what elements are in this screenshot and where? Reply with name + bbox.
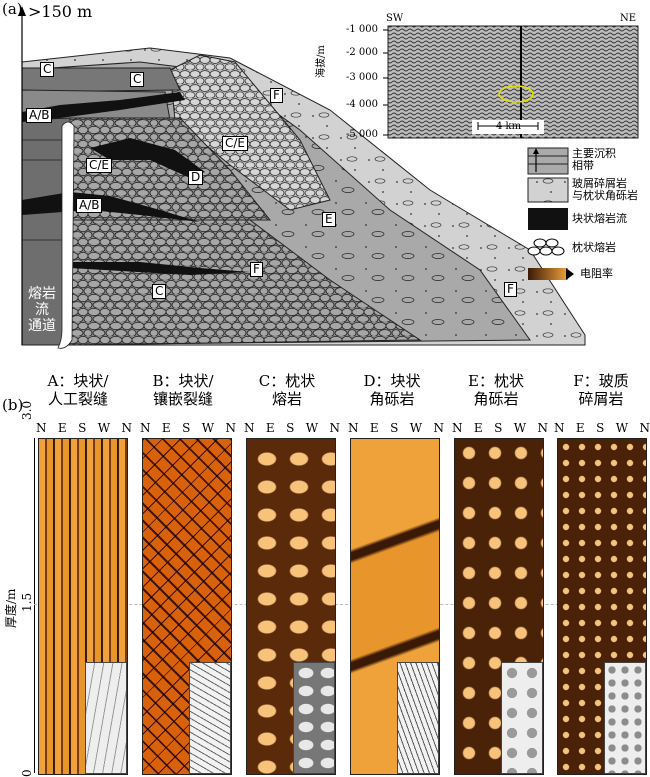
- unit-label: E: [322, 212, 336, 227]
- unit-label: C: [130, 72, 145, 87]
- unit-label: C: [40, 62, 55, 77]
- seismic-ne: NE: [620, 13, 637, 24]
- sketch-inset: [397, 662, 439, 774]
- seismic-tick: -2 000: [346, 47, 379, 58]
- legend-sediment: 主要沉积 相带: [572, 147, 616, 172]
- thickness-axis: [34, 438, 35, 773]
- axis-tick: 0: [20, 769, 34, 777]
- resistivity-image-a: [38, 438, 128, 775]
- panel-title-e: E：枕状角砾岩: [468, 372, 524, 408]
- panel-a-label: (a): [2, 0, 23, 18]
- resistivity-image-b: [142, 438, 232, 775]
- unit-label: C/E: [86, 158, 113, 173]
- hyaloclastite-icon: [527, 177, 569, 203]
- panel-title-f: F：玻质碎屑岩: [573, 372, 629, 408]
- scale-label: >150 m: [28, 2, 93, 21]
- unit-label: F: [270, 88, 283, 103]
- seismic-scale-bar: 4 km: [496, 121, 522, 132]
- sediment-arrow-icon: [527, 147, 569, 175]
- unit-label: F: [504, 282, 517, 297]
- geologic-cross-section: [18, 6, 639, 349]
- lava-channel-label: 熔岩 流 通道: [28, 286, 56, 334]
- resistivity-image-d: [350, 438, 440, 775]
- legend-hyaloclastite: 玻屑碎屑岩 与枕状角砾岩: [572, 177, 638, 202]
- sketch-inset: [604, 662, 646, 774]
- seismic-tick: -1 000: [346, 24, 379, 35]
- legend-pillow-lava: 枕状熔岩: [572, 241, 616, 254]
- panel-title-c: C：枕状熔岩: [258, 372, 316, 408]
- sketch-inset: [189, 662, 231, 774]
- unit-label: D: [188, 170, 204, 185]
- seismic-tick: -5 000: [346, 129, 379, 140]
- unit-label: A/B: [76, 198, 103, 213]
- sketch-inset: [501, 662, 543, 774]
- unit-label: F: [250, 262, 263, 277]
- pillow-lava-icon: [527, 238, 565, 256]
- thickness-axis-label: 厚度/m: [4, 588, 18, 628]
- resistivity-image-e: [454, 438, 544, 775]
- panel-b-label: (b): [2, 396, 24, 414]
- unit-label: A/B: [26, 108, 53, 123]
- sketch-inset: [293, 662, 335, 774]
- resistivity-image-f: [557, 438, 647, 775]
- seismic-tick: -3 000: [346, 72, 379, 83]
- legend-massive-flow: 块状熔岩流: [572, 212, 627, 225]
- resistivity-image-c: [246, 438, 336, 775]
- panel-title-a: A：块状/人工裂缝: [47, 372, 109, 408]
- axis-tick: 1.5: [20, 592, 34, 612]
- seismic-profile: [387, 25, 639, 139]
- unit-label: C: [152, 284, 167, 299]
- sketch-inset: [85, 662, 127, 774]
- seismic-axis-label: 海拔/m: [316, 45, 327, 78]
- panel-title-b: B：块状/镶嵌裂缝: [152, 372, 214, 408]
- panel-title-d: D：块状角砾岩: [363, 372, 421, 408]
- seismic-sw: SW: [386, 13, 404, 24]
- legend-resistivity: 电阻率: [580, 267, 613, 280]
- massive-flow-icon: [528, 208, 568, 230]
- unit-label: C/E: [222, 136, 249, 151]
- seismic-tick: -4 000: [346, 99, 379, 110]
- resistivity-arrow-icon: [528, 268, 568, 280]
